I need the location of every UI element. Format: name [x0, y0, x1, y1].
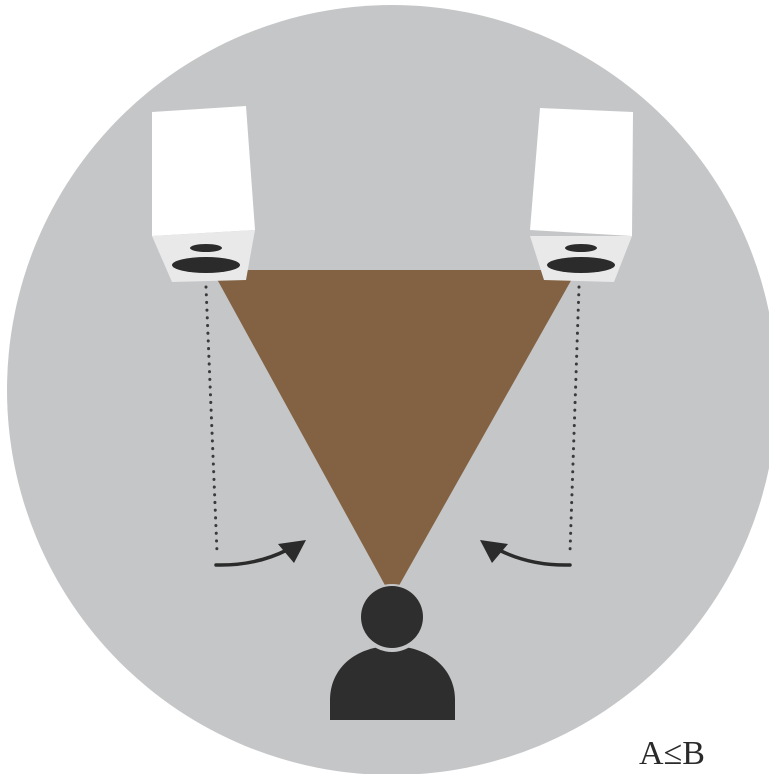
right-speaker-body [530, 108, 633, 236]
left-speaker-icon [152, 106, 255, 282]
curved-arrow-left-icon [480, 540, 572, 567]
listening-triangle [212, 270, 577, 598]
caption-label: A≤B [639, 735, 705, 772]
right-arrowhead [480, 540, 508, 563]
left-arrowhead [278, 540, 306, 563]
listener-head [361, 586, 423, 648]
left-speaker-tweeter [190, 244, 222, 252]
right-speaker-icon [530, 108, 633, 282]
right-speaker-woofer [547, 257, 615, 273]
curved-arrow-right-icon [214, 540, 306, 567]
right-arrow-stroke [497, 548, 572, 567]
listener-shoulders [330, 646, 455, 720]
left-arrow-stroke [214, 548, 289, 567]
right-speaker-tweeter [565, 244, 597, 252]
person-icon [330, 584, 455, 720]
left-speaker-woofer [172, 257, 240, 273]
left-speaker-body [152, 106, 255, 236]
